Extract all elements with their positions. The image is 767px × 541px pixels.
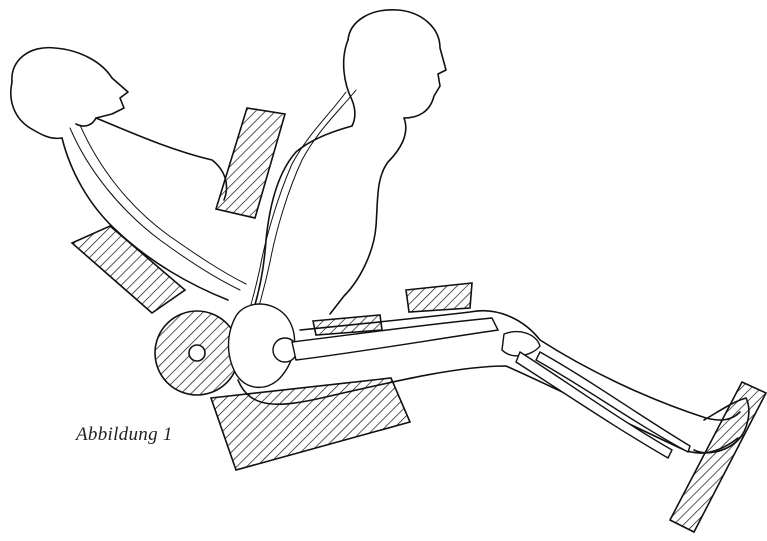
upper-back-pad (216, 108, 285, 218)
figure-caption: Abbildung 1 (76, 424, 173, 446)
upright-figure (242, 10, 446, 334)
thigh-pad (406, 283, 472, 312)
pelvis (229, 304, 298, 387)
roller-axle (189, 345, 205, 361)
support-pads (72, 108, 766, 532)
seat-base (211, 378, 410, 470)
foot-board (670, 382, 766, 532)
